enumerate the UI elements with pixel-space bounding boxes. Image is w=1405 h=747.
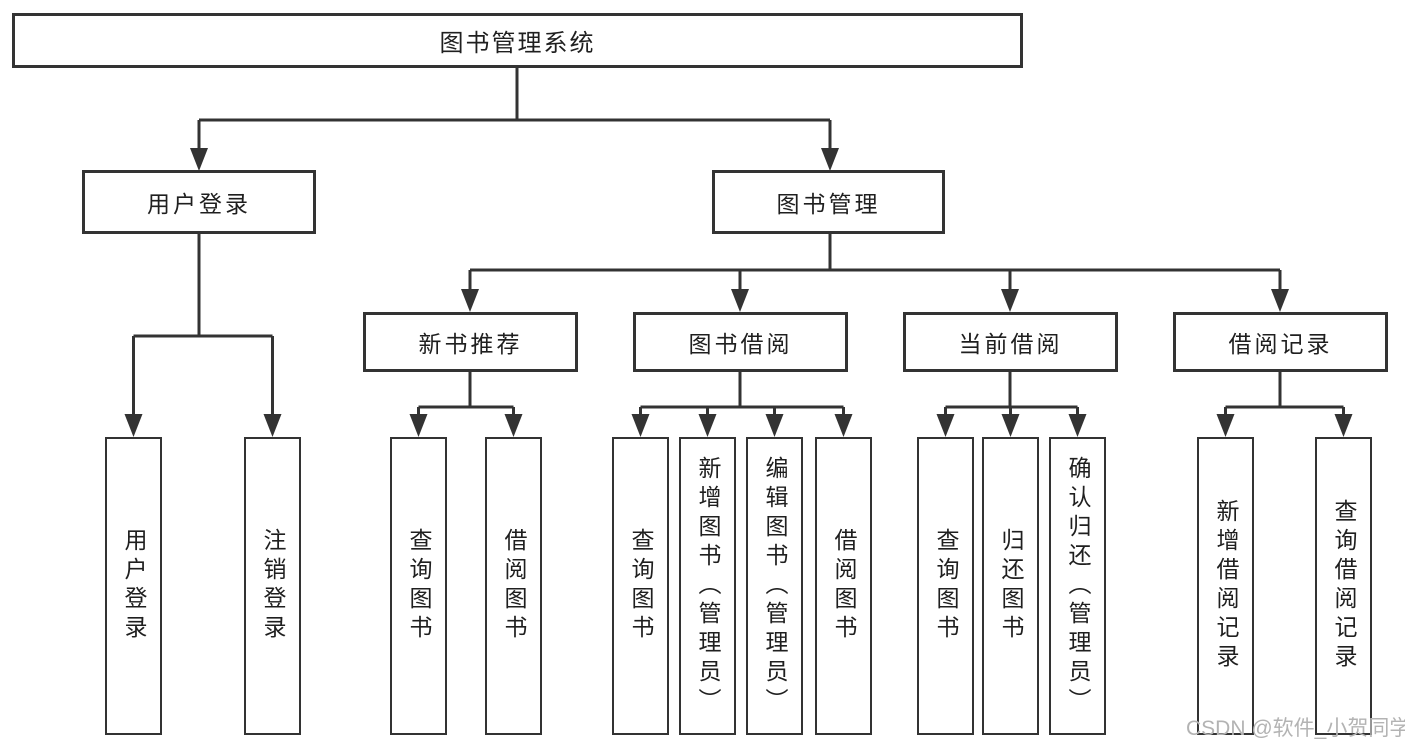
leaf-add-book-admin: 新增图书（管理员）	[679, 437, 736, 735]
leaf-logout: 注销登录	[244, 437, 301, 735]
leaf-return-books: 归还图书	[982, 437, 1039, 735]
csdn-watermark: CSDN @软件_小贺同学	[1186, 717, 1405, 740]
leaf-user-login: 用户登录	[105, 437, 162, 735]
node-library-management-system: 图书管理系统	[12, 13, 1023, 68]
leaf-borrow-books-borrowing: 借阅图书	[815, 437, 872, 735]
node-borrowing-records: 借阅记录	[1173, 312, 1388, 372]
leaf-query-borrow-record: 查询借阅记录	[1315, 437, 1372, 735]
leaf-label: 新增借阅记录	[1213, 499, 1239, 673]
leaf-label: 查询图书	[628, 528, 654, 644]
leaf-label: 查询图书	[933, 528, 959, 644]
leaf-label: 注销登录	[260, 528, 286, 644]
node-new-book-recommendation: 新书推荐	[363, 312, 578, 372]
leaf-query-books-current: 查询图书	[917, 437, 974, 735]
leaf-confirm-return-admin: 确认归还（管理员）	[1049, 437, 1106, 735]
leaf-label: 查询图书	[406, 528, 432, 644]
leaf-label: 归还图书	[998, 528, 1024, 644]
leaf-borrow-books-recommend: 借阅图书	[485, 437, 542, 735]
node-current-borrowing: 当前借阅	[903, 312, 1118, 372]
leaf-query-books-recommend: 查询图书	[390, 437, 447, 735]
leaf-label: 确认归还（管理员）	[1065, 455, 1091, 717]
leaf-label: 查询借阅记录	[1331, 499, 1357, 673]
leaf-label: 新增图书（管理员）	[695, 455, 721, 717]
leaf-label: 用户登录	[121, 528, 147, 644]
node-book-management: 图书管理	[712, 170, 945, 234]
leaf-query-books-borrowing: 查询图书	[612, 437, 669, 735]
leaf-label: 编辑图书（管理员）	[762, 455, 788, 717]
arrowheads	[124, 148, 1353, 437]
leaf-label: 借阅图书	[831, 528, 857, 644]
leaf-label: 借阅图书	[501, 528, 527, 644]
node-book-borrowing: 图书借阅	[633, 312, 848, 372]
tree-edges	[132, 68, 1345, 418]
node-user-login: 用户登录	[82, 170, 316, 234]
leaf-edit-book-admin: 编辑图书（管理员）	[746, 437, 803, 735]
leaf-add-borrow-record: 新增借阅记录	[1197, 437, 1254, 735]
